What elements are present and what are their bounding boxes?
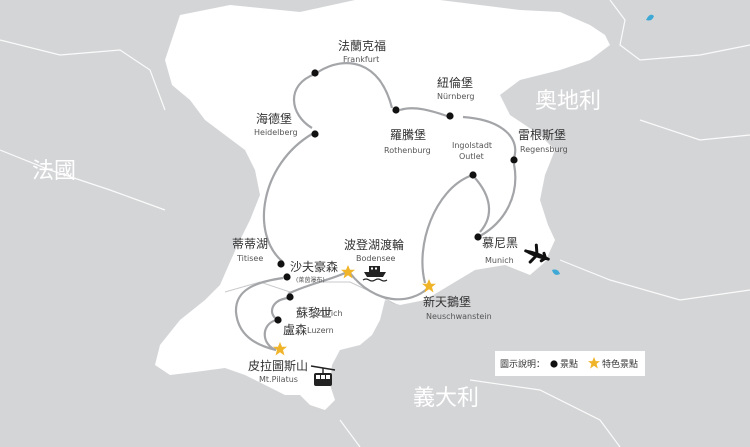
- label-rothenburg-zh: 羅騰堡: [390, 127, 426, 142]
- label-heidelberg-en: Heidelberg: [254, 128, 298, 137]
- spot-frankfurt: [311, 69, 319, 77]
- label-heidelberg-zh: 海德堡: [256, 111, 292, 126]
- routes: [234, 62, 517, 352]
- label-luzern-zh: 盧森: [283, 322, 307, 337]
- label-zurich-en: Zurich: [317, 309, 343, 318]
- label-schaffhausen-zh: 沙夫豪森: [290, 259, 338, 274]
- star-pilatus: [273, 342, 287, 356]
- lake: [646, 14, 654, 21]
- star-bodensee: [341, 265, 355, 279]
- spot-luzern: [274, 316, 282, 324]
- spot-schaffhausen: [283, 273, 291, 281]
- label-nurnberg-zh: 紐倫堡: [437, 75, 473, 90]
- country-austria: 奧地利: [535, 89, 601, 114]
- label-neuschwanstein-zh: 新天鵝堡: [423, 294, 471, 309]
- ferry-icon: [362, 266, 388, 282]
- lake: [552, 269, 560, 275]
- land-area: [155, 0, 610, 410]
- label-pilatus-en: Mt.Pilatus: [259, 375, 298, 384]
- airplane-icon: [524, 243, 550, 264]
- label-bodensee-en: Bodensee: [356, 254, 396, 263]
- spot-nurnberg: [446, 112, 454, 120]
- label-bodensee-zh: 波登湖渡輪: [344, 237, 404, 252]
- legend-spot-dot: [550, 360, 558, 368]
- label-regensburg-en: Regensburg: [520, 145, 568, 154]
- spot-munich: [474, 233, 482, 241]
- legend: 圖示說明： 景點 特色景點: [495, 351, 645, 376]
- spot-zurich: [286, 293, 294, 301]
- spot-markers: [274, 69, 518, 324]
- label-schaffhausen-note: (萊茵瀑布): [296, 276, 325, 284]
- country-germany: 德國: [407, 33, 451, 58]
- legend-box: [495, 351, 645, 376]
- label-luzern-en: Luzern: [307, 326, 334, 335]
- spot-regensburg: [510, 156, 518, 164]
- label-nurnberg-en: Nürnberg: [437, 92, 475, 101]
- label-neuschwanstein-en: Neuschwanstein: [426, 312, 492, 321]
- label-munich-zh: 慕尼黑: [482, 236, 518, 250]
- spot-titisee: [277, 260, 285, 268]
- spot-ingolstadt: [469, 171, 477, 179]
- spot-rothenburg: [392, 106, 400, 114]
- legend-featured-label: 特色景點: [602, 358, 638, 370]
- country-italy: 義大利: [413, 386, 479, 411]
- label-ingolstadt-line2: Outlet: [459, 152, 484, 161]
- label-ingolstadt-line1: Ingolstadt: [452, 141, 492, 150]
- featured-markers: [273, 265, 436, 356]
- star-neuschwanstein: [422, 279, 436, 293]
- legend-star-icon: [588, 357, 600, 369]
- country-france: 法國: [32, 159, 76, 184]
- label-titisee-zh: 蒂蒂湖: [232, 236, 268, 251]
- legend-title: 圖示說明：: [500, 358, 545, 370]
- cable-car-icon: [310, 365, 336, 386]
- label-frankfurt-zh: 法蘭克福: [338, 38, 386, 53]
- label-zurich-zh: 蘇黎世: [296, 306, 332, 320]
- label-rothenburg-en: Rothenburg: [384, 146, 431, 155]
- label-titisee-en: Titisee: [236, 254, 263, 263]
- label-frankfurt-en: Frankfurt: [343, 55, 379, 64]
- label-pilatus-zh: 皮拉圖斯山: [248, 358, 308, 373]
- legend-spot-label: 景點: [560, 358, 578, 370]
- label-munich-en: Munich: [485, 256, 514, 265]
- spot-heidelberg: [311, 130, 319, 138]
- label-regensburg-zh: 雷根斯堡: [518, 127, 566, 142]
